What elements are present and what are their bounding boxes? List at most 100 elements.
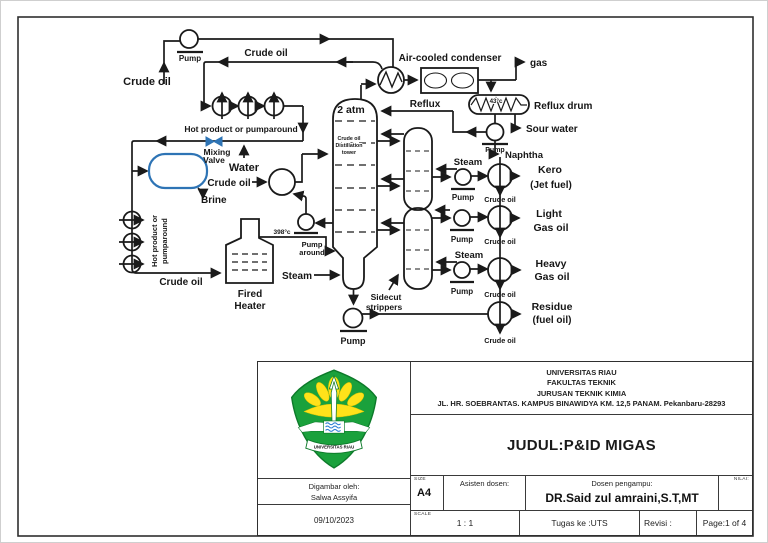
heater-coil (232, 253, 267, 271)
condenser-fan-icon (423, 72, 448, 89)
digambar-label: Digambar oleh: (308, 481, 360, 491)
university-logo: UNIVERSITAS RIAU (290, 369, 378, 469)
drawing-title: JUDUL:P&ID MIGAS (411, 414, 752, 475)
revisi-cell: Revisi : (640, 511, 697, 535)
hot-product-top-label: Hot product or pumparound (184, 124, 297, 134)
preheat-exchanger-symbol (122, 254, 142, 274)
reflux-label: Reflux (410, 99, 441, 110)
kero-exchanger-symbol (487, 163, 513, 189)
logo-banner-text: UNIVERSITAS RIAU (314, 445, 354, 450)
heavy-label: Heavy (536, 258, 567, 270)
light-gasoil-pump-symbol (453, 209, 471, 227)
scale-cell: SCALE 1 : 1 (411, 511, 520, 535)
fuel-oil-label: (fuel oil) (533, 315, 572, 326)
overhead-exchanger-symbol (377, 66, 405, 94)
residue-label: Residue (532, 301, 573, 313)
dosen-label: Dosen pengampu: (591, 479, 653, 488)
nilai-label: NILAI: (733, 477, 749, 482)
logo-wings-icon (297, 421, 371, 433)
asisten-cell: Asisten dosen: (444, 476, 526, 510)
feed-exchanger-symbol (268, 168, 296, 196)
crude-to-heater-label: Crude oil (159, 277, 203, 288)
heavy-gasoil-exchanger-symbol (487, 257, 513, 283)
distillation-column (332, 98, 378, 290)
hgo-steam-label: Steam (455, 250, 484, 261)
preheat-exchanger-symbol (263, 95, 285, 117)
diagram-labels: Pump Crude oil Crude oil Hot product or … (123, 48, 592, 346)
tower-name-1: Crude oil (338, 136, 361, 142)
mixing-valve-label-1: Mixing (204, 147, 231, 157)
fired-heater-label-2: Heater (234, 301, 265, 312)
title-block-left-column: UNIVERSITAS RIAU Digambar oleh: Salwa As… (258, 362, 411, 535)
heavy-gasoil-pump-symbol (453, 261, 471, 279)
light-gasoil-exchanger-symbol (487, 205, 513, 231)
title-block-row-4: SCALE 1 : 1 Tugas ke :UTS Revisi : Page:… (411, 510, 752, 535)
hot-product-left-label-2: pumparound (160, 218, 169, 264)
desalted-crude-label: Crude oil (207, 178, 251, 189)
flow-arrows (119, 33, 526, 335)
logo-cell: UNIVERSITAS RIAU (258, 362, 410, 478)
institution-cell: UNIVERSITAS RIAU FAKULTAS TEKNIK JURUSAN… (411, 362, 752, 414)
sidecut-label-2: strippers (366, 302, 403, 312)
mixing-valve-label-2: Valve (203, 155, 225, 165)
exchanger-coil-icon (379, 70, 403, 89)
hgo-crude-label: Crude oil (484, 290, 516, 299)
bottom-steam-label: Steam (282, 271, 312, 282)
lgo-pump-label: Pump (451, 235, 473, 244)
drawing-border (17, 16, 754, 537)
logo-lance-icon (328, 374, 340, 426)
logo-book-icon (323, 420, 345, 434)
column-pressure-label: 2 atm (337, 104, 364, 116)
pumparound-pump-symbol (297, 213, 315, 231)
light-label: Light (536, 208, 562, 220)
heavy-gasoil-label: Gas oil (534, 271, 569, 283)
naphtha-label: Naphtha (505, 150, 544, 161)
reflux-pump-label: Pump (485, 147, 504, 154)
lgo-crude-label: Crude oil (484, 237, 516, 246)
preheat-exchanger-symbol (122, 210, 142, 230)
dosen-cell: Dosen pengampu: DR.Said zul amraini,S.T,… (526, 476, 719, 510)
residue-crude-label: Crude oil (484, 336, 516, 345)
light-gasoil-label: Gas oil (533, 222, 568, 234)
kero-pump-label: Pump (452, 193, 474, 202)
size-value: A4 (417, 487, 432, 499)
creator-cell: Digambar oleh: Salwa Assyifa (258, 478, 410, 504)
hot-product-left-label-1: Hot product or (150, 215, 159, 267)
sidecut-stripper-lower (403, 207, 433, 290)
tower-name-2: Distillation (335, 143, 362, 149)
kero-label: Kero (538, 164, 562, 176)
size-label: SIZE (414, 477, 426, 482)
scale-value: 1 : 1 (456, 518, 474, 528)
feed-pump-label: Pump (179, 54, 201, 63)
preheat-exchanger-symbol (211, 95, 233, 117)
mixing-valve-icon (205, 136, 223, 147)
page-cell: Page:1 of 4 (697, 511, 752, 535)
hgo-pump-label: Pump (451, 287, 473, 296)
digambar-name: Salwa Assyifa (310, 492, 358, 502)
jet-fuel-label: (Jet fuel) (530, 180, 572, 191)
institution-line-2: FAKULTAS TEKNIK (547, 378, 616, 388)
logo-banner: UNIVERSITAS RIAU (305, 439, 363, 454)
institution-line-3: JURUSAN TEKNIK KIMIA (536, 388, 627, 398)
title-block: UNIVERSITAS RIAU Digambar oleh: Salwa As… (257, 361, 753, 536)
title-block-right-column: UNIVERSITAS RIAU FAKULTAS TEKNIK JURUSAN… (411, 362, 752, 535)
reflux-pump-symbol (485, 122, 505, 142)
scale-label: SCALE (414, 512, 432, 517)
dosen-value: DR.Said zul amraini,S.T,MT (545, 491, 699, 505)
feed-pump-symbol (179, 29, 199, 49)
sidecut-stripper-upper (403, 127, 433, 211)
fired-heater-label-1: Fired (238, 289, 262, 300)
kero-crude-label: Crude oil (484, 195, 516, 204)
stripper-trays (406, 150, 430, 270)
equipment (122, 29, 530, 333)
air-cooled-condenser-symbol (420, 67, 479, 94)
condenser-fan-icon (450, 72, 475, 89)
pumparound-pump-label-1: Pump (302, 240, 323, 249)
drum-temp-label: 43°c (490, 98, 503, 105)
process-lines (131, 38, 516, 328)
date-cell: 09/10/2023 (258, 504, 410, 535)
sour-water-label: Sour water (526, 124, 578, 135)
reflux-drum-vessel (468, 94, 530, 115)
